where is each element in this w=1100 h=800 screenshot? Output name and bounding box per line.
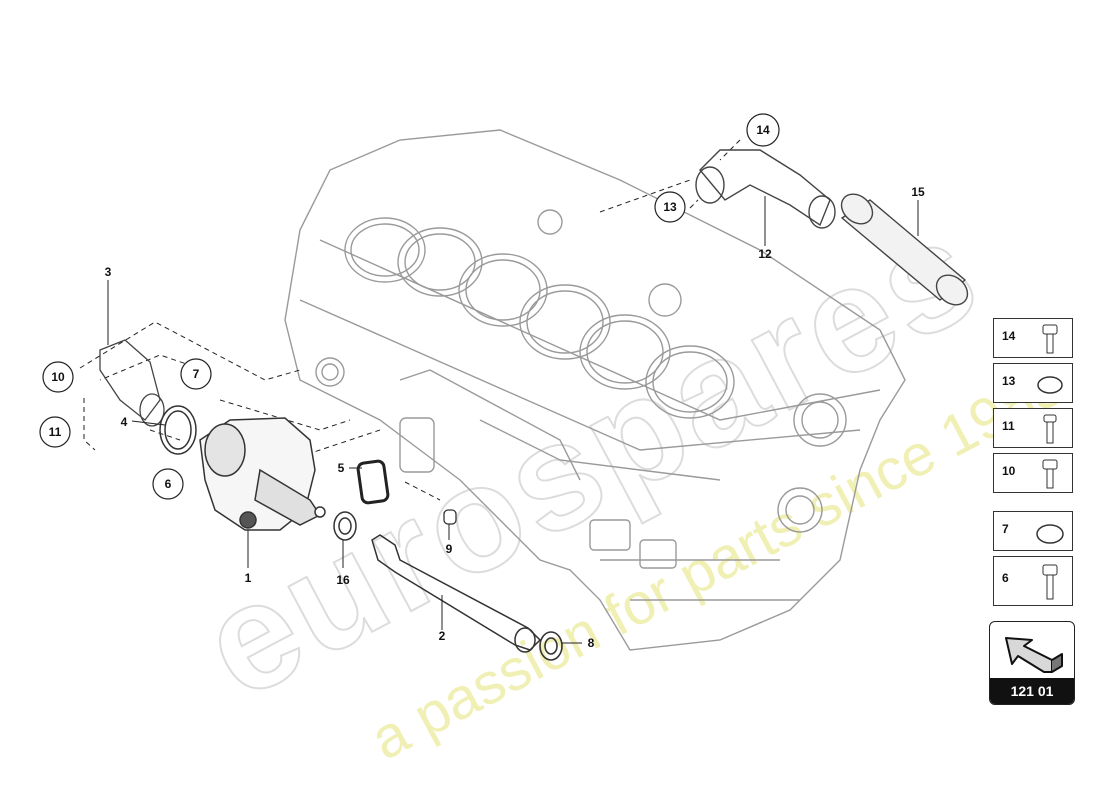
callout-16: 16 (336, 573, 350, 587)
part-12-pipe (695, 149, 836, 229)
part-5-gasket (356, 459, 390, 505)
legend-item: 6 (993, 556, 1073, 606)
callout-13: 13 (654, 191, 686, 223)
callout-4: 4 (121, 415, 128, 429)
callout-8: 8 (588, 636, 595, 650)
callout-3: 3 (105, 265, 112, 279)
callout-1: 1 (245, 571, 252, 585)
bolt-icon (1043, 414, 1057, 444)
legend-item: 11 (993, 408, 1073, 448)
o-ring-icon (1037, 376, 1063, 394)
svg-text:14: 14 (756, 123, 770, 137)
part-15-hose (840, 193, 969, 306)
callout-11: 11 (39, 416, 71, 448)
part-4-gasket (159, 405, 197, 455)
callout-6: 6 (152, 468, 184, 500)
callout-7: 7 (180, 358, 212, 390)
o-ring-icon (1036, 524, 1064, 544)
callout-15: 15 (911, 185, 925, 199)
dashed-leaders (79, 139, 741, 501)
svg-text:11: 11 (49, 425, 62, 439)
callout-9: 9 (446, 542, 453, 556)
part-1-water-pump (199, 417, 326, 531)
reference-box: 121 01 (989, 621, 1075, 705)
callout-5: 5 (338, 461, 345, 475)
bolt-icon (1042, 324, 1058, 354)
legend-item: 7 (993, 511, 1073, 551)
bolt-icon (1042, 564, 1058, 600)
legend-number: 13 (1002, 374, 1016, 388)
legend-item: 13 (993, 363, 1073, 403)
part-3-elbow (99, 339, 165, 427)
view-arrow-icon (1005, 637, 1063, 673)
legend-number: 7 (1002, 522, 1009, 536)
svg-text:10: 10 (51, 370, 65, 384)
reference-label: 121 01 (990, 678, 1074, 704)
legend-item: 10 (993, 453, 1073, 493)
legend-number: 14 (1002, 329, 1016, 343)
callout-12: 12 (758, 247, 772, 261)
legend-number: 11 (1002, 419, 1015, 433)
svg-text:6: 6 (165, 477, 172, 491)
callout-10: 10 (42, 361, 74, 393)
bolt-icon (1042, 459, 1058, 489)
callout-2: 2 (439, 629, 446, 643)
legend-item: 14 (993, 318, 1073, 358)
part-9-pin (443, 509, 457, 525)
callout-14: 14 (746, 113, 780, 147)
svg-text:7: 7 (193, 367, 200, 381)
part-16-seal (333, 511, 357, 541)
part-8-seal (539, 631, 563, 661)
engine-block (284, 129, 906, 651)
legend-number: 6 (1002, 571, 1009, 585)
part-2-shaft (371, 534, 542, 653)
leader-lines (107, 196, 919, 644)
legend-number: 10 (1002, 464, 1016, 478)
svg-text:13: 13 (663, 200, 677, 214)
